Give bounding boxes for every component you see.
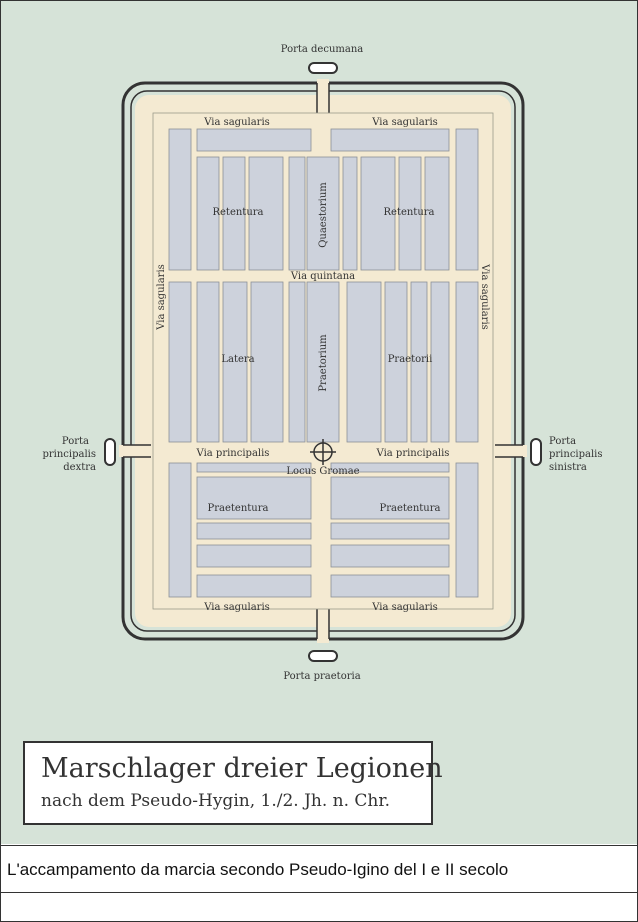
caption-bar: L'accampamento da marcia secondo Pseudo-…: [1, 845, 637, 893]
label-praetentura-left: Praetentura: [208, 503, 269, 514]
block: [330, 128, 450, 152]
gap-dextra: [119, 445, 139, 457]
label-via-principalis-left: Via principalis: [196, 448, 270, 459]
block: [330, 574, 450, 598]
block: [168, 281, 192, 443]
block: [168, 128, 192, 271]
block: [196, 544, 312, 568]
label-sinistra-1: Porta: [549, 436, 576, 447]
label-dextra-1: Porta: [62, 436, 89, 447]
block: [196, 476, 312, 520]
gate-decumana-icon: [308, 62, 338, 74]
label-quaestorium: Quaestorium: [318, 182, 329, 248]
intervallum-edge: [152, 112, 494, 610]
block: [196, 156, 220, 271]
label-via-sagularis-right: Via sagularis: [479, 263, 490, 330]
block: [424, 156, 450, 271]
block: [196, 574, 312, 598]
block: [196, 281, 220, 443]
label-dextra-2: principalis: [42, 449, 96, 460]
label-praetentura-right: Praetentura: [380, 503, 441, 514]
block: [222, 156, 246, 271]
block: [384, 281, 408, 443]
label-porta-praetoria: Porta praetoria: [283, 671, 360, 682]
label-praetorium: Praetorium: [318, 334, 329, 392]
camp-diagram: Porta decumana Porta praetoria Porta pri…: [42, 44, 603, 682]
label-via-quintana: Via quintana: [290, 271, 355, 282]
block: [196, 128, 312, 152]
block: [330, 476, 450, 520]
block: [196, 462, 312, 473]
gromae-icon: [310, 439, 336, 465]
block: [430, 281, 450, 443]
block: [455, 462, 479, 598]
gate-sinistra-icon: [530, 438, 542, 466]
gate-praetoria-icon: [308, 650, 338, 662]
label-praetorii: Praetorii: [388, 354, 433, 365]
label-via-sagularis: Via sagularis: [371, 117, 438, 128]
block: [168, 462, 192, 598]
gap-sinistra: [507, 445, 527, 457]
label-via-sagularis: Via sagularis: [203, 602, 270, 613]
block: [306, 281, 340, 443]
block: [360, 156, 396, 271]
label-retentura-left: Retentura: [212, 207, 263, 218]
block: [346, 281, 382, 443]
block: [455, 128, 479, 271]
block: [330, 522, 450, 540]
label-locus-gromae: Locus Gromae: [286, 466, 359, 477]
block: [455, 281, 479, 443]
block: [222, 281, 248, 443]
block: [288, 156, 306, 271]
label-sinistra-3: sinistra: [549, 462, 587, 473]
block: [250, 281, 284, 443]
block: [306, 156, 340, 271]
label-dextra-3: dextra: [63, 462, 96, 473]
label-porta-decumana: Porta decumana: [281, 44, 364, 55]
block: [330, 462, 450, 473]
label-latera: Latera: [221, 354, 254, 365]
label-retentura-right: Retentura: [383, 207, 434, 218]
camp-map: Porta decumana Porta praetoria Porta pri…: [1, 1, 637, 844]
legend-subtitle: nach dem Pseudo-Hygin, 1./2. Jh. n. Chr.: [41, 791, 391, 811]
block: [410, 281, 428, 443]
block: [248, 156, 284, 271]
block: [342, 156, 358, 271]
gate-dextra-icon: [104, 438, 116, 466]
label-via-sagularis: Via sagularis: [371, 602, 438, 613]
legend-box: Marschlager dreier Legionen nach dem Pse…: [23, 741, 443, 825]
gap-praetoria: [317, 623, 329, 643]
legend-title: Marschlager dreier Legionen: [41, 753, 443, 784]
label-via-principalis-right: Via principalis: [376, 448, 450, 459]
caption-text: L'accampamento da marcia secondo Pseudo-…: [7, 860, 509, 879]
label-via-sagularis: Via sagularis: [203, 117, 270, 128]
block: [330, 544, 450, 568]
gap-decumana: [317, 79, 329, 99]
label-sinistra-2: principalis: [549, 449, 603, 460]
block: [288, 281, 306, 443]
block: [398, 156, 422, 271]
block: [196, 522, 312, 540]
label-via-sagularis-left: Via sagularis: [156, 264, 167, 331]
